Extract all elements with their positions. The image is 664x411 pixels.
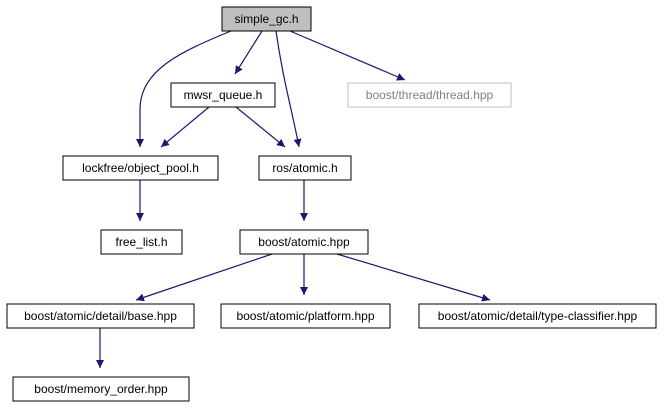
- node-platform[interactable]: boost/atomic/platform.hpp: [220, 303, 391, 329]
- edge-simple_gc-to-object_pool: [136, 30, 232, 147]
- node-label: free_list.h: [115, 235, 167, 249]
- node-thread[interactable]: boost/thread/thread.hpp: [347, 82, 512, 108]
- node-label: ros/atomic.h: [272, 161, 337, 175]
- node-box: [347, 82, 512, 108]
- node-label: lockfree/object_pool.h: [82, 161, 199, 175]
- edges-layer: [96, 30, 491, 368]
- node-boost-atomic[interactable]: boost/atomic.hpp: [239, 229, 369, 255]
- node-box: [62, 155, 219, 181]
- node-box: [170, 82, 276, 108]
- node-box: [220, 303, 391, 329]
- node-base[interactable]: boost/atomic/detail/base.hpp: [6, 303, 195, 329]
- node-type-classifier[interactable]: boost/atomic/detail/type-classifier.hpp: [418, 303, 657, 329]
- edge-simple_gc-to-thread: [289, 30, 406, 81]
- node-label: boost/atomic/detail/base.hpp: [24, 309, 177, 323]
- node-box: [100, 229, 183, 255]
- node-box: [6, 303, 195, 329]
- node-label: boost/atomic.hpp: [258, 235, 350, 249]
- node-box: [239, 229, 369, 255]
- node-box: [258, 155, 352, 181]
- edge-simple_gc-to-mwsr_queue: [234, 30, 263, 75]
- edge-mwsr_queue-to-object_pool: [160, 106, 210, 148]
- edge-boost_atomic-to-type_classifier: [336, 253, 491, 302]
- node-label: boost/memory_order.hpp: [34, 382, 168, 396]
- node-object-pool[interactable]: lockfree/object_pool.h: [62, 155, 219, 181]
- nodes-layer: simple_gc.h mwsr_queue.h boost/thread/thre…: [6, 6, 657, 402]
- node-free-list[interactable]: free_list.h: [100, 229, 183, 255]
- node-box: [418, 303, 657, 329]
- edge-simple_gc-to-ros_atomic: [275, 30, 302, 148]
- edge-boost_atomic-to-base: [135, 253, 273, 302]
- node-mwsr-queue[interactable]: mwsr_queue.h: [170, 82, 276, 108]
- node-ros-atomic[interactable]: ros/atomic.h: [258, 155, 352, 181]
- node-label: boost/atomic/platform.hpp: [236, 309, 374, 323]
- node-label: boost/atomic/detail/type-classifier.hpp: [438, 309, 638, 323]
- node-label: boost/thread/thread.hpp: [366, 88, 494, 102]
- node-label: mwsr_queue.h: [184, 88, 263, 102]
- edge-mwsr_queue-to-ros_atomic: [235, 106, 286, 148]
- node-memory-order[interactable]: boost/memory_order.hpp: [12, 376, 190, 402]
- node-label: simple_gc.h: [234, 12, 298, 26]
- node-box: [12, 376, 190, 402]
- node-box: [221, 6, 312, 32]
- node-simple-gc: simple_gc.h: [221, 6, 312, 32]
